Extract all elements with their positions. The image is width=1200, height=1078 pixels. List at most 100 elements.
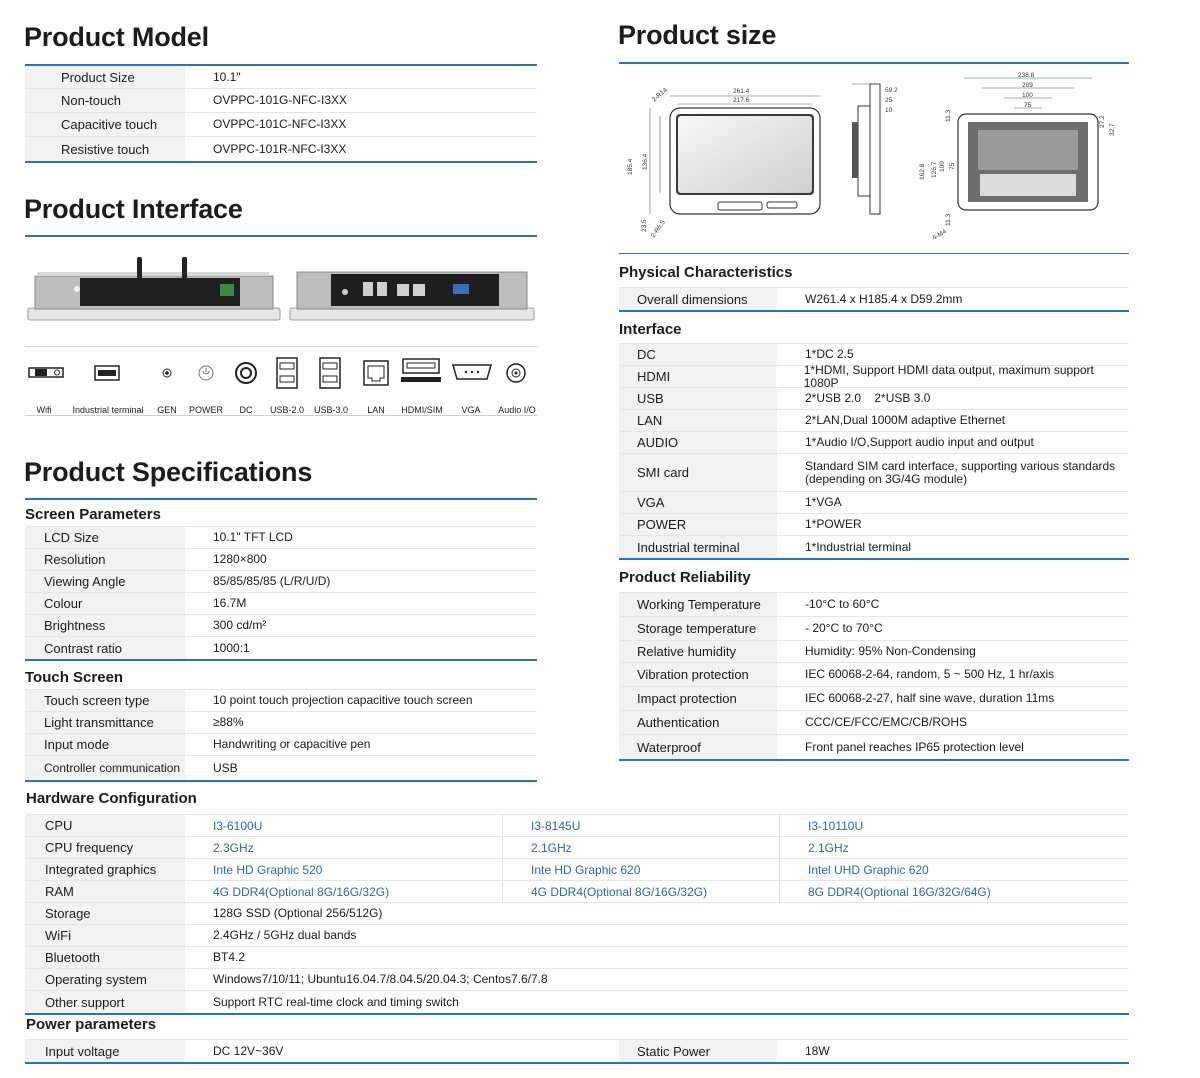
dim-back-h2: 126.7 <box>931 161 938 178</box>
dim-back-r1: 32.7 <box>1109 123 1116 136</box>
row-value: Intel UHD Graphic 620 <box>779 859 1129 880</box>
row-label: Product Size <box>25 66 185 88</box>
interface-photos <box>27 257 535 321</box>
usb-3-icon <box>319 357 341 389</box>
table-row: Working Temperature-10°C to 60°C <box>619 593 1129 617</box>
row-label: Waterproof <box>619 735 777 759</box>
hardware-table: CPU I3-6100U I3-8145U I3-10110U CPU freq… <box>25 814 1129 1015</box>
row-value: 128G SSD (Optional 256/512G) <box>213 906 383 920</box>
section-rule <box>619 253 1129 254</box>
dim-back-s2: 11.3 <box>945 213 952 226</box>
product-specifications-title: Product Specifications <box>24 457 313 487</box>
product-size-title: Product size <box>618 20 777 50</box>
row-value-line: Standard SIM card interface, supporting … <box>805 458 1116 473</box>
dim-back-width: 238.8 <box>1018 72 1035 79</box>
row-value: Inte HD Graphic 620 <box>502 859 779 880</box>
physical-characteristics-title: Physical Characteristics <box>619 264 793 281</box>
front-view-drawing: 261.4 217.6 185.4 136.4 2-R14 23.5 2-R6.… <box>627 87 821 239</box>
power-table: Input voltage DC 12V~36V Static Power 18… <box>25 1039 1129 1064</box>
dim-back-h4: 75 <box>949 162 956 170</box>
dim-front-width: 261.4 <box>733 88 750 95</box>
port-label: Audio I/O <box>498 405 536 415</box>
row-value: Handwriting or capacitive pen <box>213 737 371 751</box>
row-value: 2*LAN,Dual 1000M adaptive Ethernet <box>805 413 1006 427</box>
row-value: Front panel reaches IP65 protection leve… <box>805 739 1024 754</box>
dim-back-h3: 100 <box>939 161 946 172</box>
row-value: 1280×800 <box>213 552 267 566</box>
row-value: IEC 60068-2-64, random, 5 ~ 500 Hz, 1 hr… <box>805 667 1055 681</box>
row-value: -10°C to 60°C <box>805 597 880 611</box>
row-label: CPU frequency <box>25 837 185 858</box>
dim-radius: 2-R14 <box>651 87 669 104</box>
row-value: IEC 60068-2-27, half sine wave, duration… <box>805 691 1055 705</box>
power-icon <box>198 365 214 381</box>
row-label: CPU <box>25 815 185 836</box>
dim-side-d2: 25 <box>885 97 893 104</box>
row-label: AUDIO <box>619 432 777 453</box>
dim-back-w2: 209 <box>1022 82 1033 89</box>
row-value: USB <box>213 760 238 775</box>
row-label: Resolution <box>25 549 185 570</box>
dim-back-r2: 27.2 <box>1099 115 1106 128</box>
row-label: Bluetooth <box>25 947 185 968</box>
product-model-table: Product Size 10.1" Non-touch OVPPC-101G-… <box>25 64 537 163</box>
dim-back-r3: 4-M4 <box>932 228 949 242</box>
dim-back-w4: 75 <box>1024 102 1032 109</box>
row-label: Viewing Angle <box>25 571 185 592</box>
back-view-drawing: 238.8 209 100 75 162.8 126.7 100 75 11.3… <box>919 72 1116 242</box>
row-label: Industrial terminal <box>619 536 777 558</box>
row-label: SMI card <box>619 454 777 491</box>
table-row: Resistive touch OVPPC-101R-NFC-I3XX <box>25 137 537 161</box>
row-value: 8G DDR4(Optional 16G/32G/64G) <box>779 881 1129 902</box>
row-value: I3-6100U <box>213 818 263 833</box>
row-label: Authentication <box>619 711 777 734</box>
row-label: Brightness <box>25 615 185 636</box>
row-value: 2.1GHz <box>502 837 779 858</box>
row-label: Colour <box>25 593 185 614</box>
table-row: Resolution 1280×800 <box>25 549 537 571</box>
device-photo-right <box>289 271 535 321</box>
lan-icon <box>363 360 389 386</box>
port-label: LAN <box>367 405 385 415</box>
dim-side-d3: 10 <box>885 107 893 114</box>
row-value: 4G DDR4(Optional 8G/16G/32G) <box>502 881 779 902</box>
row-value: 2*USB 2.0 2*USB 3.0 <box>805 391 931 405</box>
hdmi-sim-icon <box>401 358 441 382</box>
row-value: 1*DC 2.5 <box>805 347 854 361</box>
port-label: USB-3.0 <box>313 405 348 415</box>
row-value: I3-8145U <box>502 815 779 836</box>
dim-bottom: 23.5 <box>641 219 648 232</box>
row-label: VGA <box>619 492 777 513</box>
reliability-table: Working Temperature-10°C to 60°C Storage… <box>619 592 1129 761</box>
industrial-terminal-icon <box>94 365 120 381</box>
row-label: Input voltage <box>25 1040 185 1062</box>
product-reliability-title: Product Reliability <box>619 569 751 586</box>
row-label: Contrast ratio <box>25 637 185 659</box>
port-label: Wifi <box>36 405 52 415</box>
product-model-title: Product Model <box>24 22 209 52</box>
usb-2-icon <box>276 357 298 389</box>
dim-back-s1: 11.3 <box>945 109 952 122</box>
table-row: Brightness 300 cd/m² <box>25 615 537 637</box>
row-label: Operating system <box>25 969 185 990</box>
row-value: OVPPC-101C-NFC-I3XX <box>213 117 347 131</box>
table-row: CPU frequency 2.3GHz 2.1GHz 2.1GHz <box>25 837 1129 859</box>
section-rule <box>25 498 537 500</box>
vga-icon <box>452 364 492 380</box>
hardware-configuration-title: Hardware Configuration <box>26 790 197 807</box>
row-value: 10.1" TFT LCD <box>213 530 293 544</box>
table-row: Non-touch OVPPC-101G-NFC-I3XX <box>25 89 537 113</box>
table-row: CPU I3-6100U I3-8145U I3-10110U <box>25 815 1129 837</box>
row-label: HDMI <box>619 366 776 387</box>
row-value: 300 cd/m² <box>213 618 267 632</box>
